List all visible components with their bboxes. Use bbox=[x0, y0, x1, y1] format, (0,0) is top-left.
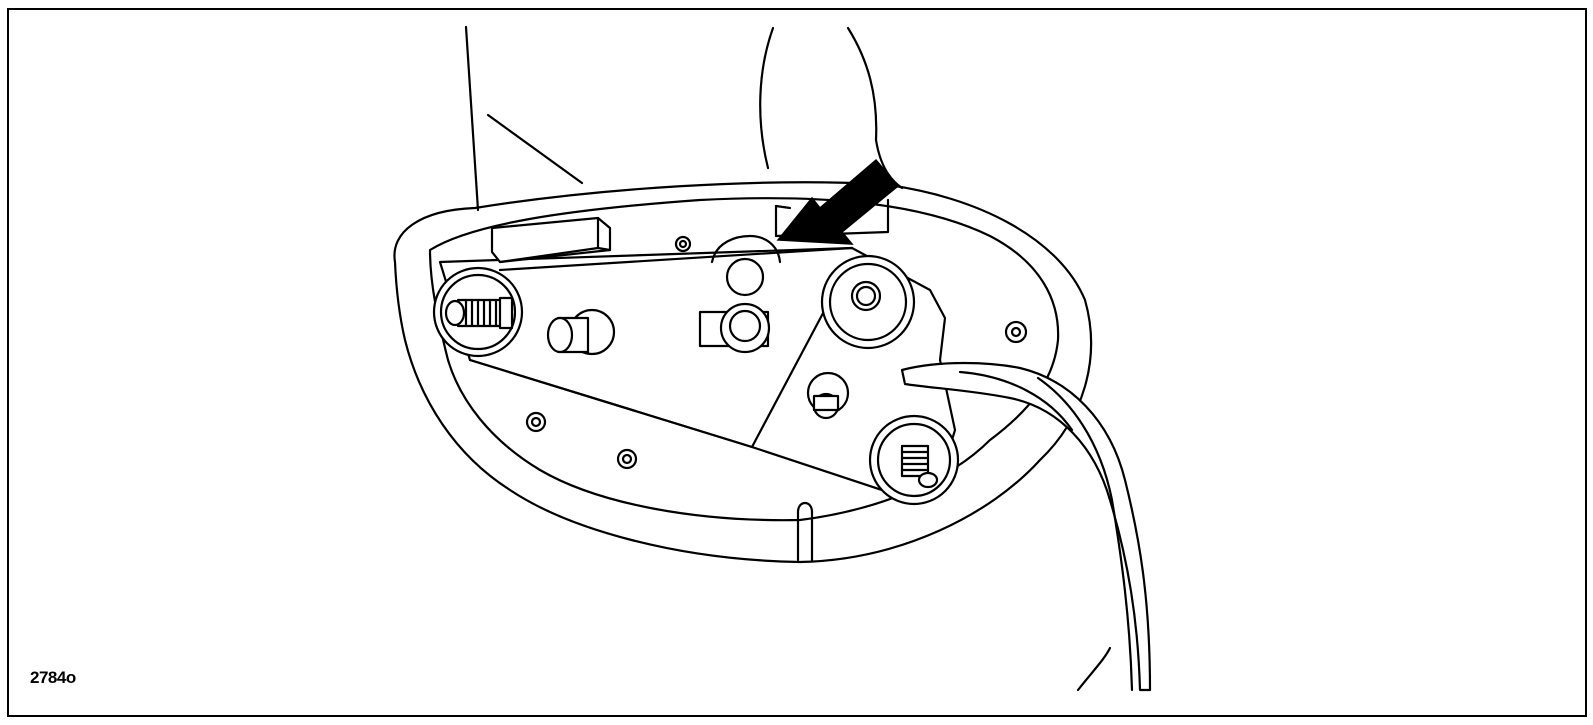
screw-boss-upper-right bbox=[820, 254, 916, 350]
post-center-right bbox=[806, 371, 850, 420]
figure-frame bbox=[7, 8, 1587, 717]
connector-block bbox=[490, 216, 612, 264]
center-pivot bbox=[698, 234, 782, 354]
arrow-icon bbox=[776, 158, 900, 245]
figure-reference-number: 2784o bbox=[30, 668, 76, 687]
post-left bbox=[546, 308, 616, 356]
threaded-stud-lower-right bbox=[868, 414, 960, 506]
threaded-stud-left bbox=[432, 266, 524, 358]
wiring-harness bbox=[900, 361, 1152, 692]
mirror-housing-shell bbox=[393, 181, 1093, 564]
screw-holes bbox=[525, 235, 1028, 470]
